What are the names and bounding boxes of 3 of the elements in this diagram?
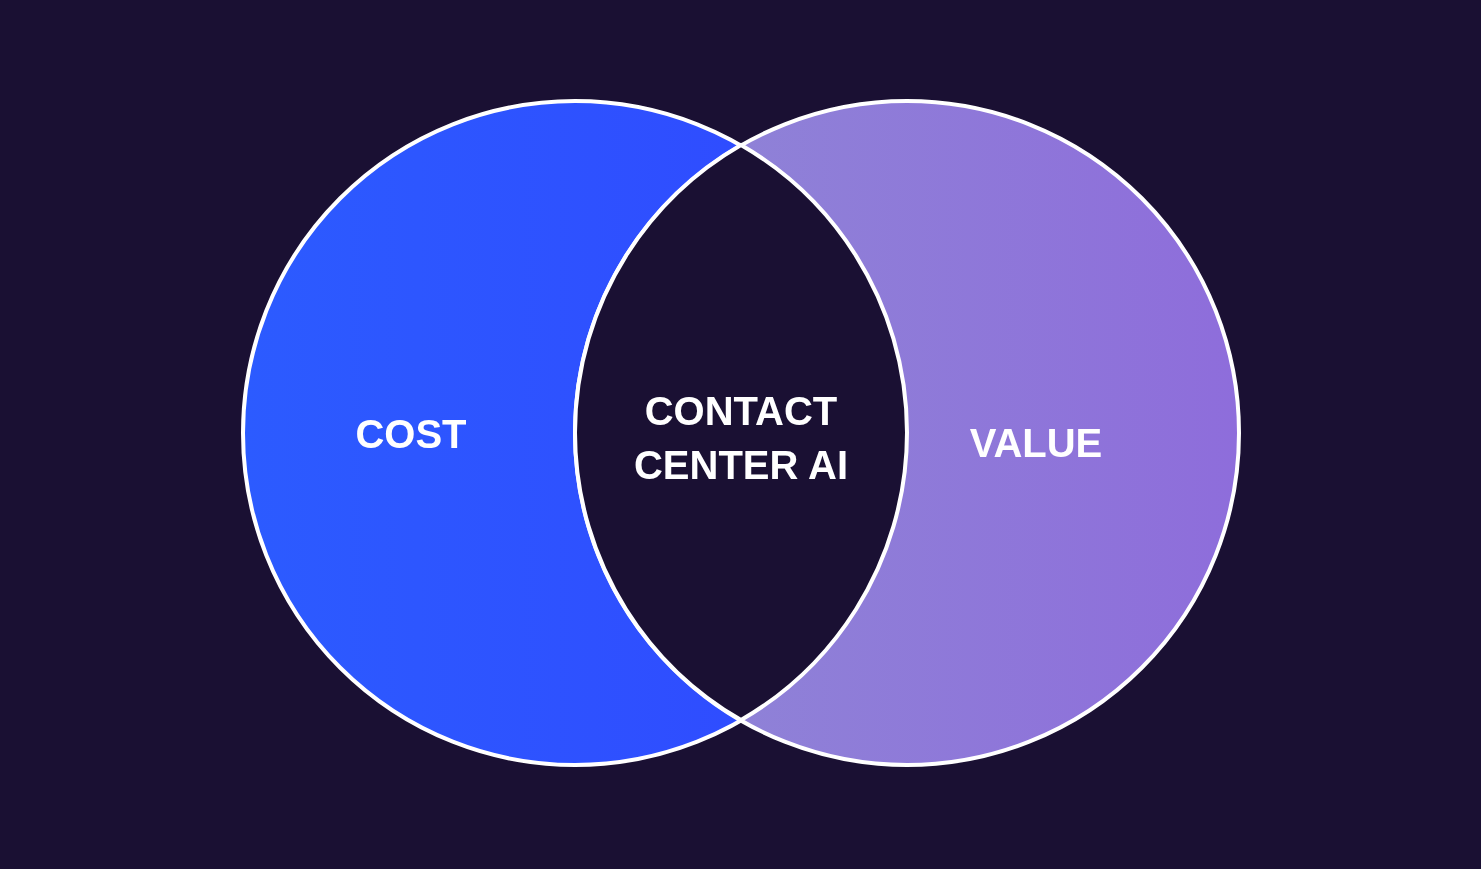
intersection-label: CONTACT CENTER AI: [632, 388, 850, 489]
set-label: VALUE: [969, 420, 1103, 467]
set-label: COST: [355, 411, 467, 458]
